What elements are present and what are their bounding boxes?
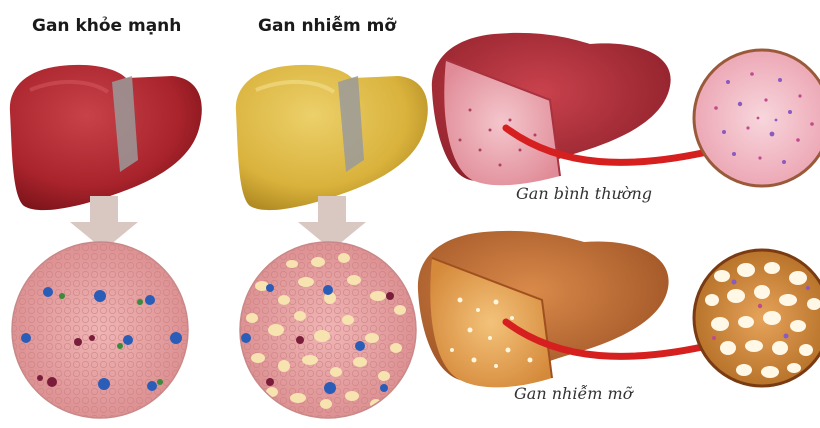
normal-tissue-zoom (694, 50, 820, 186)
fatty-liver-shape (236, 65, 428, 210)
healthy-tissue-zoom (10, 240, 190, 420)
healthy-liver-shape (10, 65, 202, 210)
fatty-tissue-zoom (238, 240, 418, 420)
healthy-liver-title: Gan khỏe mạnh (32, 16, 181, 36)
fatty-tissue-zoom-right (694, 250, 820, 386)
fatty-liver-cutaway (418, 231, 669, 387)
fatty-liver-title: Gan nhiễm mỡ (258, 16, 396, 36)
fatty-liver-caption: Gan nhiễm mỡ (514, 384, 632, 403)
normal-liver-caption: Gan bình thường (516, 184, 652, 203)
